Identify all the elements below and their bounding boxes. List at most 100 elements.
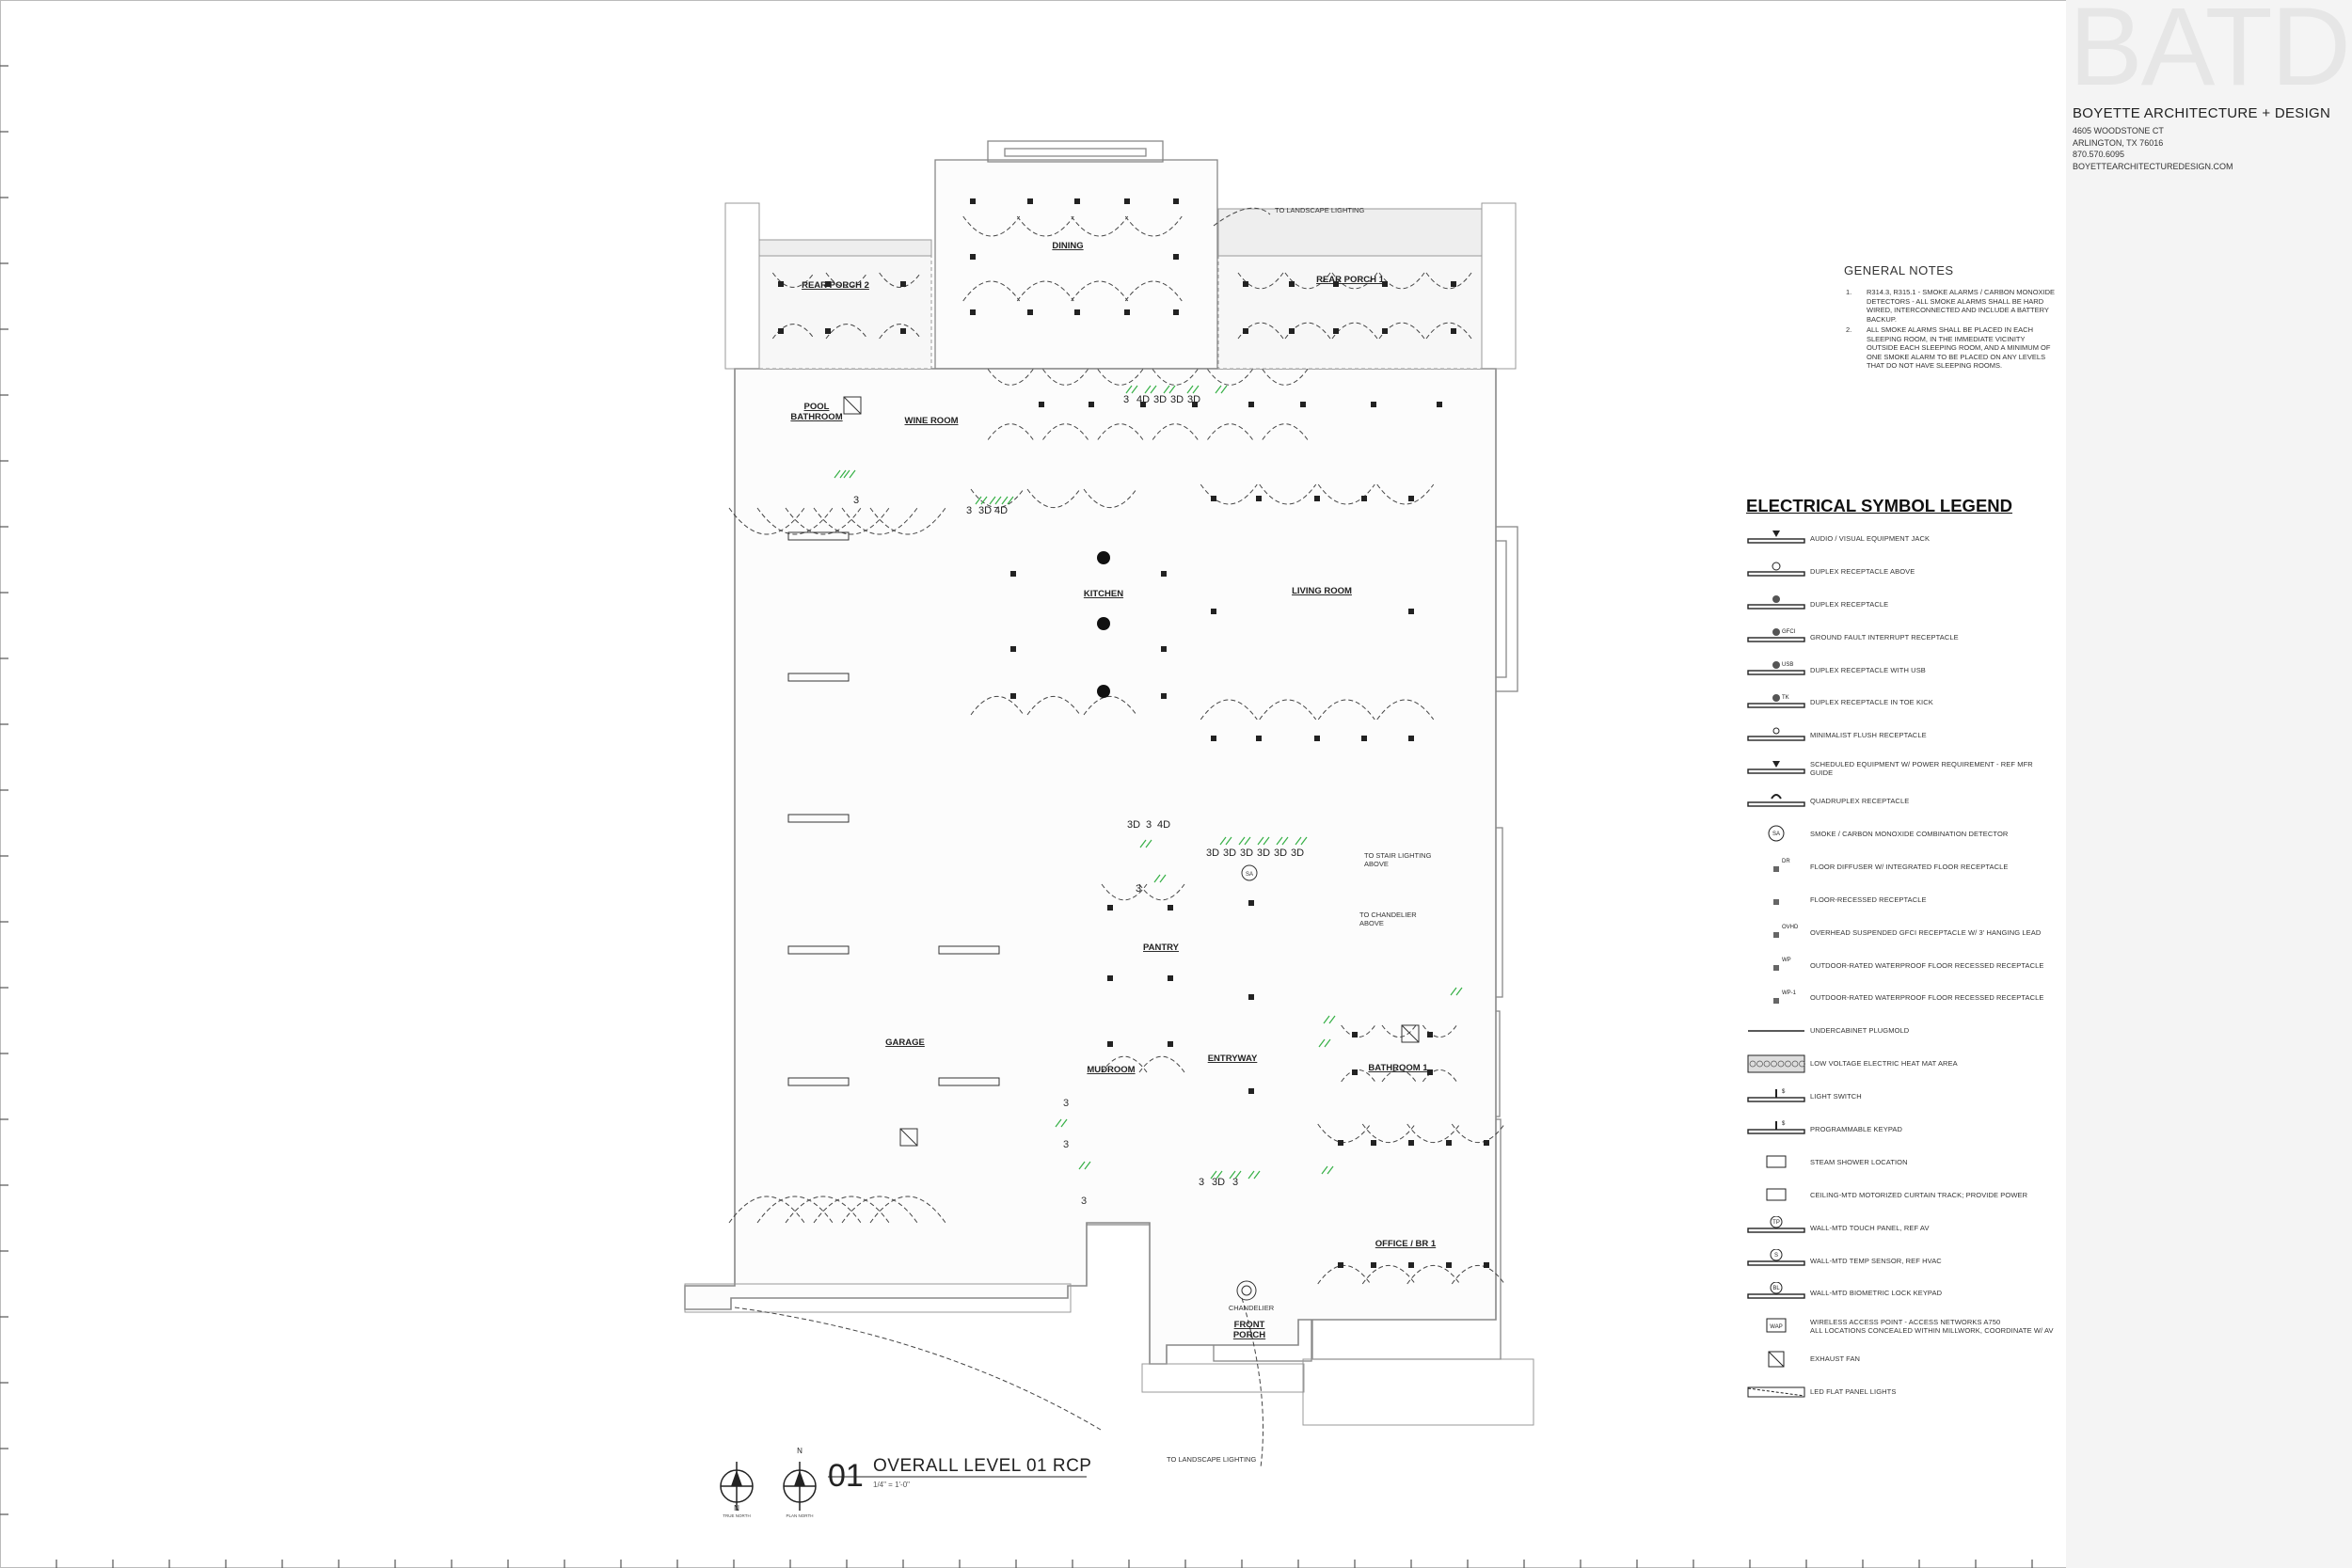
legend-row: UNDERCABINET PLUGMOLD (1746, 1014, 2057, 1047)
legend-row: QUADRUPLEX RECEPTACLE (1746, 784, 2057, 817)
general-notes-title: GENERAL NOTES (1844, 263, 1954, 277)
light-fixture (825, 328, 831, 334)
light-fixture (1173, 254, 1179, 260)
light-fixture (1289, 328, 1295, 334)
general-note-item: 2. ALL SMOKE ALARMS SHALL BE PLACED IN E… (1846, 325, 2058, 371)
wp1-icon: WP-1 (1782, 990, 1797, 996)
light-fixture (1333, 328, 1339, 334)
gfci-icon (1772, 628, 1780, 637)
duplex-above-icon (1747, 562, 1805, 578)
switch-symbol (1229, 1170, 1242, 1180)
porch-roof (1217, 208, 1483, 257)
duplex-icon (1747, 604, 1805, 610)
general-note-item: 1. R314.3, R315.1 - SMOKE ALARMS / CARBO… (1846, 288, 2058, 324)
switch-label: 3D (1240, 847, 1253, 859)
address-line: 870.570.6095 (2073, 150, 2125, 159)
legend-label: MINIMALIST FLUSH RECEPTACLE (1810, 731, 1927, 739)
north-label: N (734, 1504, 739, 1513)
biometric-icon: BL (1772, 1286, 1780, 1291)
exhaust-fan (1401, 1024, 1420, 1043)
light-fixture (778, 281, 784, 287)
light-fixture (1107, 975, 1113, 981)
light-fixture (1484, 1140, 1489, 1146)
wiring-run (734, 1307, 1102, 1431)
heat-mat-icon (1747, 1054, 1805, 1073)
legend-row: LOW VOLTAGE ELECTRIC HEAT MAT AREA (1746, 1047, 2057, 1080)
light-fixture (970, 309, 976, 315)
legend-row: OVHD OVERHEAD SUSPENDED GFCI RECEPTACLE W… (1746, 916, 2057, 949)
duplex-above-icon (1747, 571, 1805, 578)
note-chandelier-above: ABOVE (1359, 919, 1384, 927)
light-fixture (900, 328, 906, 334)
wp1-icon: WP-1 (1773, 990, 1797, 1004)
legend-label: OVERHEAD SUSPENDED GFCI RECEPTACLE W/ 3'… (1810, 928, 2041, 937)
light-fixture (1089, 402, 1094, 407)
legend-title: ELECTRICAL SYMBOL LEGEND (1746, 496, 2013, 515)
legend-symbol (1746, 593, 1810, 615)
address-line: BOYETTEARCHITECTUREDESIGN.COM (2073, 161, 2233, 171)
switch-symbol (834, 469, 847, 479)
temp-sensor-icon (1747, 1260, 1805, 1266)
led-panel (787, 673, 850, 682)
light-fixture (1039, 402, 1044, 407)
legend-row: DUPLEX RECEPTACLE (1746, 588, 2057, 621)
switch-label: 3D (1127, 819, 1140, 831)
light-fixture (1352, 1032, 1358, 1037)
light-fixture (1408, 1140, 1414, 1146)
smoke-detector-icon (1241, 864, 1258, 881)
floor-recessed-icon (1773, 899, 1779, 906)
room-label-dining: DINING (1052, 241, 1083, 251)
light-fixture (1338, 1262, 1343, 1268)
switch-symbol (1139, 839, 1152, 848)
switch-symbol (1276, 836, 1289, 846)
room-label-bathroom-1: BATHROOM 1 (1368, 1063, 1428, 1073)
legend-symbol: WP (1746, 954, 1810, 976)
legend-symbol: TK (1746, 691, 1810, 714)
legend-label: UNDERCABINET PLUGMOLD (1810, 1026, 1909, 1035)
switch-label: 3 (1081, 1196, 1087, 1207)
light-fixture (1010, 693, 1016, 699)
exhaust-fan (1401, 1024, 1420, 1043)
legend-label-text: QUADRUPLEX RECEPTACLE (1810, 797, 1910, 806)
switch-label: 3 (853, 495, 859, 506)
light-fixture (1371, 1262, 1376, 1268)
heat-mat-icon (1756, 1060, 1763, 1068)
overhead-icon: OVHD (1773, 925, 1799, 939)
room-label-living-room: LIVING ROOM (1292, 586, 1352, 596)
legend-label-text: SCHEDULED EQUIPMENT W/ POWER REQUIREMENT… (1810, 759, 2033, 777)
exhaust-fan (843, 396, 862, 415)
switch-label: 3D (1257, 847, 1270, 859)
light-fixture (1107, 905, 1113, 911)
legend-label-text: FLOOR DIFFUSER W/ INTEGRATED FLOOR RECEP… (1810, 862, 2009, 871)
switch-symbol (1321, 1165, 1334, 1175)
light-fixture (1408, 609, 1414, 614)
switch-label: 3 (1063, 1098, 1069, 1109)
wiring-run (1241, 1297, 1263, 1468)
quadruplex-icon (1771, 793, 1782, 800)
title-block (2066, 0, 2352, 1568)
column (724, 202, 760, 370)
light-fixture (1192, 402, 1198, 407)
legend-symbol: WAP (1746, 1315, 1810, 1338)
light-fixture (1451, 281, 1456, 287)
keypad-icon: $ (1747, 1121, 1805, 1135)
legend-symbol (1746, 527, 1810, 549)
note-stair-lighting: ABOVE (1364, 860, 1389, 868)
light-fixture (1168, 1041, 1173, 1047)
light-fixture (1161, 693, 1167, 699)
steam-icon (1766, 1155, 1787, 1168)
switch-label: 3D (1170, 394, 1184, 405)
light-fixture (1124, 309, 1130, 315)
flush-icon (1772, 727, 1780, 735)
floor-diffuser-icon: DR (1782, 859, 1790, 864)
wall (934, 159, 1218, 370)
room-label-garage: GARAGE (885, 1037, 925, 1048)
room-label-pantry: PANTRY (1143, 942, 1180, 953)
light-fixture (1248, 994, 1254, 1000)
legend-label-text: AUDIO / VISUAL EQUIPMENT JACK (1810, 533, 1931, 543)
garage-apron (684, 1283, 1072, 1313)
led-panel-icon (1747, 1386, 1805, 1398)
switch-symbol (1163, 385, 1176, 394)
